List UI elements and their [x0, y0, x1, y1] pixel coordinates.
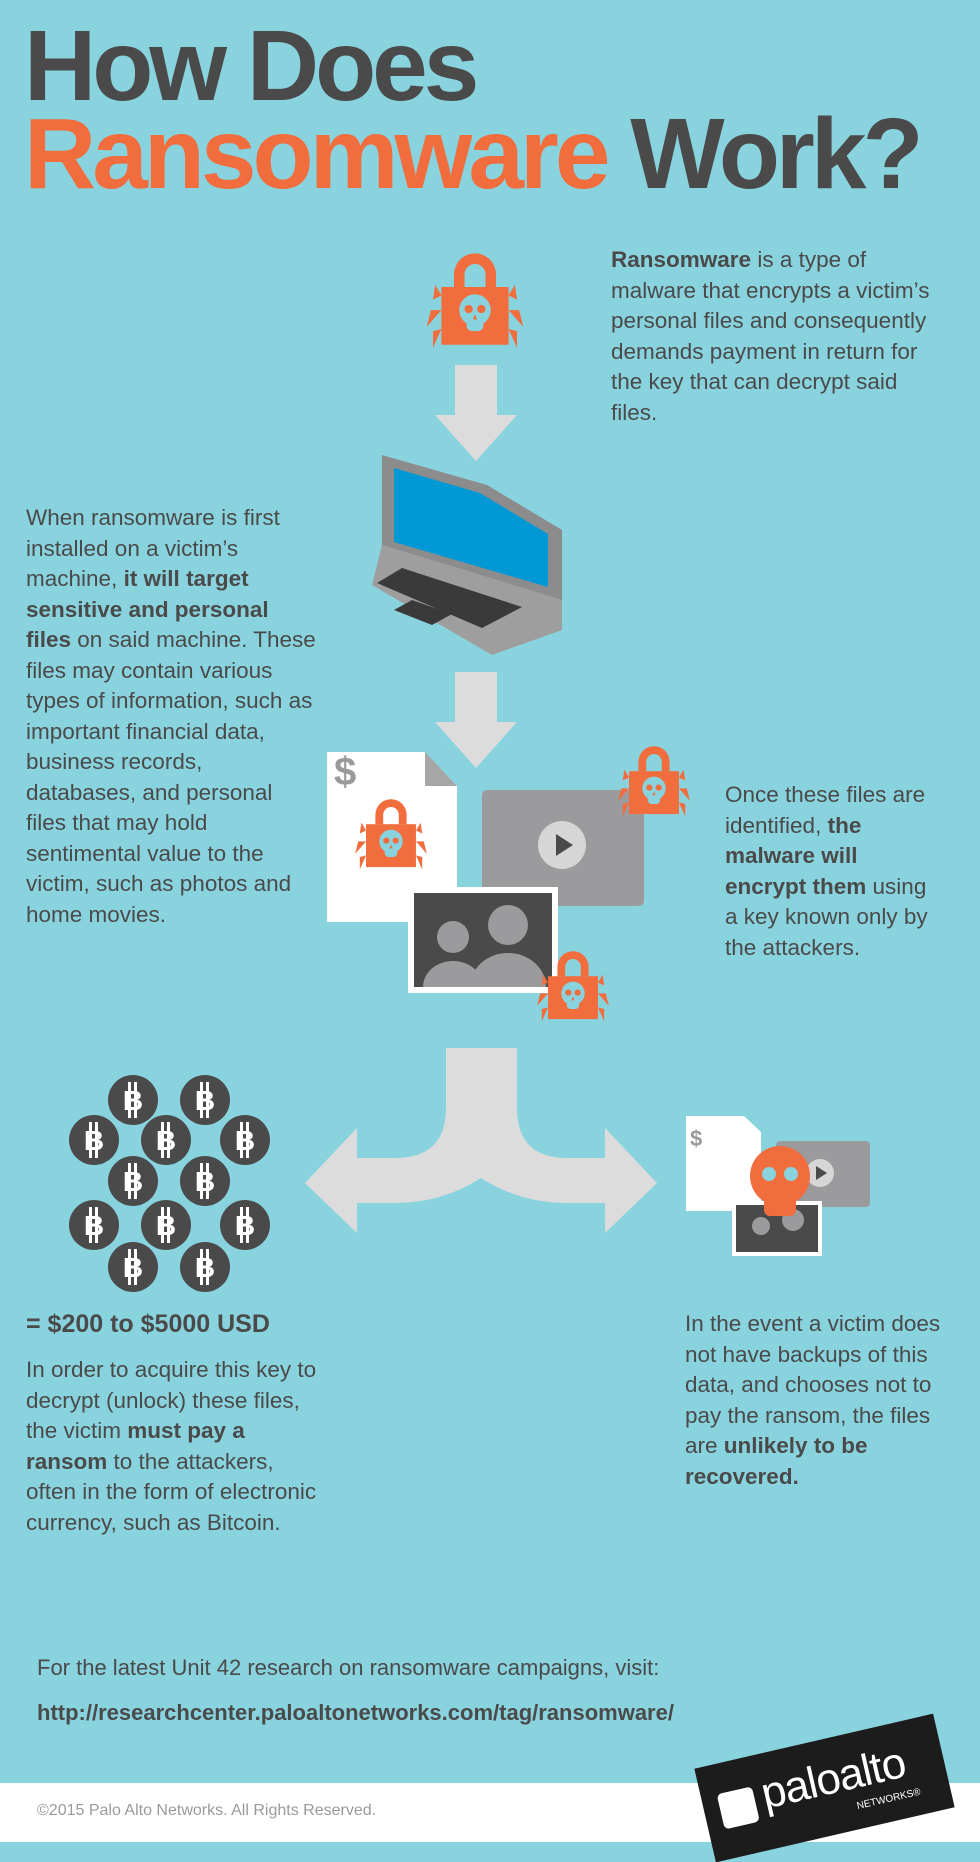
bitcoin-cluster [65, 1075, 285, 1295]
title-line-1: How Does [24, 10, 479, 122]
ransomware-lock-icon [534, 945, 612, 1023]
lost-files-icon: $ [686, 1116, 870, 1256]
research-link[interactable]: http://researchcenter.paloaltonetworks.c… [37, 1700, 674, 1725]
encrypt-text: Once these files are identified, the mal… [725, 782, 928, 960]
logo-text: paloalto [756, 1738, 910, 1819]
split-arrow-icon [305, 1048, 657, 1233]
ransomware-lock-icon [352, 793, 430, 871]
logo-mark-icon [716, 1786, 760, 1830]
title-line-2: Ransomware Work? [24, 104, 924, 204]
bitcoin-icon [108, 1242, 158, 1292]
bitcoin-icon [180, 1156, 230, 1206]
title-rest: Work? [630, 98, 923, 210]
svg-text:$: $ [690, 1126, 702, 1151]
research-intro: For the latest Unit 42 research on ranso… [37, 1655, 660, 1680]
down-arrow-icon [435, 365, 517, 461]
ransomware-lock-icon [615, 740, 693, 818]
photo-file-icon [408, 887, 558, 993]
no-backup-text: In the event a victim does not have back… [685, 1311, 941, 1489]
ransomware-lock-icon [420, 245, 530, 350]
down-arrow-icon [435, 672, 517, 768]
play-icon [538, 821, 586, 869]
title-highlight: Ransomware [24, 98, 610, 210]
intro-text: Ransomware is a type of malware that enc… [611, 247, 930, 425]
bitcoin-icon [180, 1242, 230, 1292]
bitcoin-icon [108, 1156, 158, 1206]
ransom-text: In order to acquire this key to decrypt … [26, 1357, 317, 1535]
laptop-icon [372, 455, 562, 655]
copyright: ©2015 Palo Alto Networks. All Rights Res… [37, 1802, 377, 1819]
dollar-icon: $ [334, 750, 357, 794]
ransom-amount: = $200 to $5000 USD [26, 1310, 270, 1338]
targeting-text: When ransomware is first installed on a … [26, 505, 316, 927]
